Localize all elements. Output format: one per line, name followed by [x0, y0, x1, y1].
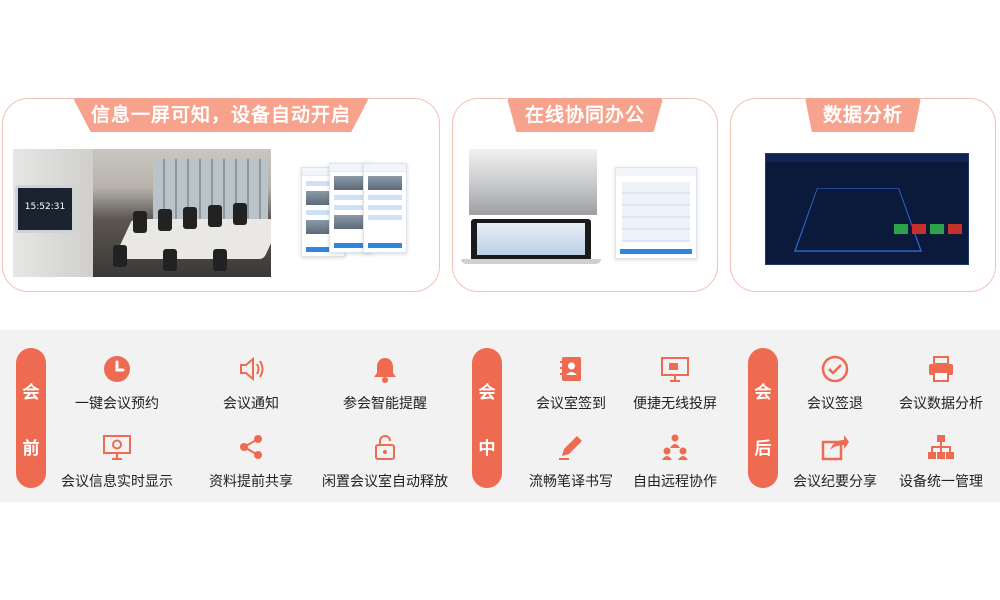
feature-label: 一键会议预约	[75, 396, 159, 412]
phase-char: 会	[754, 382, 772, 403]
feature-label: 闲置会议室自动释放	[322, 474, 448, 490]
feature-label: 资料提前共享	[209, 474, 293, 490]
sign-out-icon	[821, 355, 849, 383]
feature-label: 会议数据分析	[899, 396, 983, 412]
team-icon	[662, 434, 688, 460]
feature-wireless-cast: 便捷无线投屏	[600, 354, 750, 413]
phase-char: 会	[478, 382, 496, 403]
clock-icon	[104, 356, 130, 382]
card-info-display: 信息一屏可知，设备自动开启 15:52:31	[2, 98, 440, 292]
feature-sign-out: 会议签退	[760, 354, 910, 413]
feature-room-checkin: 会议室签到	[496, 354, 646, 413]
feature-device-management: 设备统一管理	[866, 432, 1000, 491]
card-title: 在线协同办公	[506, 98, 664, 132]
phase-char: 后	[754, 438, 772, 459]
feature-material-sharing: 资料提前共享	[176, 432, 326, 491]
feature-one-click-booking: 一键会议预约	[42, 354, 192, 413]
office-photo	[469, 149, 597, 215]
feature-label: 便捷无线投屏	[633, 396, 717, 412]
card-data-analysis: 数据分析	[730, 98, 996, 292]
feature-remote-collab: 自由远程协作	[600, 432, 750, 491]
feature-label: 会议签退	[807, 396, 863, 412]
feature-realtime-info: 会议信息实时显示	[42, 432, 192, 491]
feature-label: 会议室签到	[536, 396, 606, 412]
pencil-icon	[559, 436, 582, 460]
phase-during: 会 中	[472, 348, 502, 488]
feature-smooth-writing: 流畅笔译书写	[496, 432, 646, 491]
feature-label: 自由远程协作	[633, 474, 717, 490]
phase-char: 会	[22, 382, 40, 403]
unlock-icon	[375, 435, 395, 460]
phone-screen-3	[363, 163, 407, 253]
card-title: 数据分析	[804, 98, 922, 132]
phase-char: 中	[478, 438, 496, 459]
feature-minutes-share: 会议纪要分享	[760, 432, 910, 491]
feature-label: 参会智能提醒	[343, 396, 427, 412]
door-panel-display: 15:52:31	[15, 185, 75, 233]
feature-label: 会议信息实时显示	[61, 474, 173, 490]
meeting-room-photo: 15:52:31	[13, 149, 271, 277]
share-icon	[240, 435, 262, 459]
phase-char: 前	[22, 438, 40, 459]
feature-meeting-notice: 会议通知	[176, 354, 326, 413]
speaker-icon	[240, 356, 264, 382]
feature-label: 会议通知	[223, 396, 279, 412]
feature-label: 会议纪要分享	[793, 474, 877, 490]
tablet-screen	[615, 167, 697, 259]
screen-cast-icon	[661, 357, 689, 382]
contact-book-icon	[560, 357, 581, 381]
phase-after: 会 后	[748, 348, 778, 488]
feature-data-analysis: 会议数据分析	[866, 354, 1000, 413]
hierarchy-icon	[928, 435, 954, 459]
bell-icon	[374, 358, 396, 383]
feature-smart-reminder: 参会智能提醒	[310, 354, 460, 413]
feature-label: 设备统一管理	[899, 474, 983, 490]
phase-before: 会 前	[16, 348, 46, 488]
monitor-gear-icon	[103, 435, 131, 460]
card-title: 信息一屏可知，设备自动开启	[72, 98, 370, 132]
feature-label: 流畅笔译书写	[529, 474, 613, 490]
laptop-video-call	[471, 219, 591, 261]
share-arrow-icon	[821, 435, 849, 461]
panel-time: 15:52:31	[24, 202, 66, 212]
feature-auto-release: 闲置会议室自动释放	[310, 432, 460, 491]
laptop-base	[461, 259, 601, 264]
printer-icon	[929, 356, 953, 382]
card-online-collab: 在线协同办公	[452, 98, 718, 292]
dashboard-screen	[765, 153, 969, 265]
